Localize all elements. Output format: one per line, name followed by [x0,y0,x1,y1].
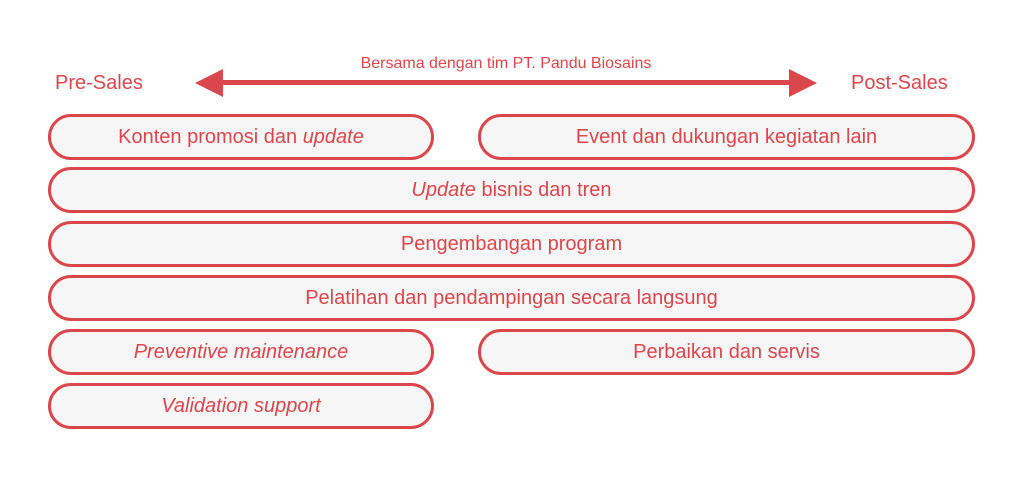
pill-konten-text: Konten promosi dan [118,125,303,148]
arrow-caption: Bersama dengan tim PT. Pandu Biosains [360,55,652,72]
pill-preventive-maintenance: Preventive maintenance [48,329,434,375]
pre-sales-label: Pre-Sales [55,72,143,94]
pill-update-text: bisnis dan tren [475,178,612,201]
pill-validation-support: Validation support [48,383,434,429]
pill-pengembangan-text: Pengembangan program [400,232,623,255]
pill-pelatihan-text: Pelatihan dan pendampingan secara langsu… [305,286,718,309]
arrow-left-head [195,69,223,97]
post-sales-label: Post-Sales [851,72,948,94]
pill-konten-italic: update [302,125,364,148]
pill-event: Event dan dukungan kegiatan lain [478,114,975,160]
pill-validation-italic: Validation support [161,394,321,417]
pill-preventive-italic: Preventive maintenance [133,340,349,363]
pill-update-italic: Update [411,178,476,201]
arrow-shaft [220,80,792,85]
pill-konten-promosi: Konten promosi dan update [48,114,434,160]
pill-perbaikan-text: Perbaikan dan servis [633,340,820,363]
pill-pelatihan: Pelatihan dan pendampingan secara langsu… [48,275,975,321]
arrow-right-head [789,69,817,97]
pill-update-bisnis: Update bisnis dan tren [48,167,975,213]
double-headed-arrow-icon [195,69,817,97]
pill-pengembangan-program: Pengembangan program [48,221,975,267]
pill-event-text: Event dan dukungan kegiatan lain [575,125,878,148]
pill-perbaikan: Perbaikan dan servis [478,329,975,375]
